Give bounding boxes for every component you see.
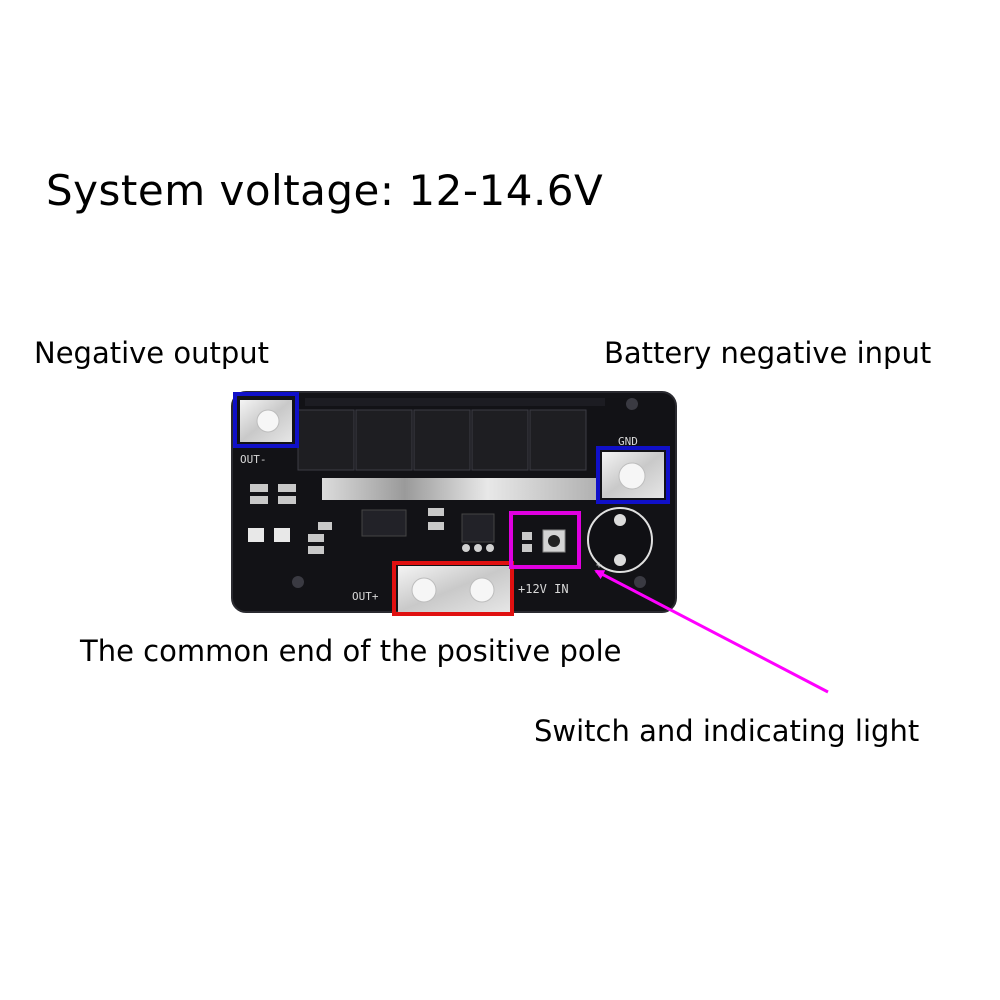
mosfet-chip (413, 409, 471, 471)
silk-out-plus: OUT+ (352, 590, 379, 603)
buzzer-circle (587, 507, 653, 573)
silk-plus: + (596, 560, 602, 571)
mosfet-chips (297, 409, 587, 471)
silk-12v-in: +12V IN (518, 582, 569, 596)
negative-output-highlight-box (233, 392, 299, 448)
battery-negative-highlight-box (596, 446, 670, 504)
system-voltage-title: System voltage: 12-14.6V (46, 166, 604, 215)
header-pins (305, 398, 605, 406)
led-indicator (522, 532, 532, 540)
switch-indicating-light-label: Switch and indicating light (534, 714, 920, 748)
mosfet-chip (529, 409, 587, 471)
silk-out-minus: OUT- (240, 453, 267, 466)
mosfet-chip (297, 409, 355, 471)
solder-strip (322, 478, 598, 500)
regulator-chip (361, 509, 407, 537)
switch-highlight-box (509, 511, 581, 569)
arrow-icon (594, 569, 829, 694)
mosfet-chip (355, 409, 413, 471)
negative-output-label: Negative output (34, 336, 270, 370)
positive-common-end-label: The common end of the positive pole (80, 634, 622, 668)
mosfet-chip (471, 409, 529, 471)
battery-negative-input-label: Battery negative input (604, 336, 932, 370)
smd-components (248, 484, 444, 554)
silk-gnd: GND (618, 435, 638, 448)
ic-chip (461, 513, 495, 543)
positive-common-highlight-box (392, 561, 514, 616)
